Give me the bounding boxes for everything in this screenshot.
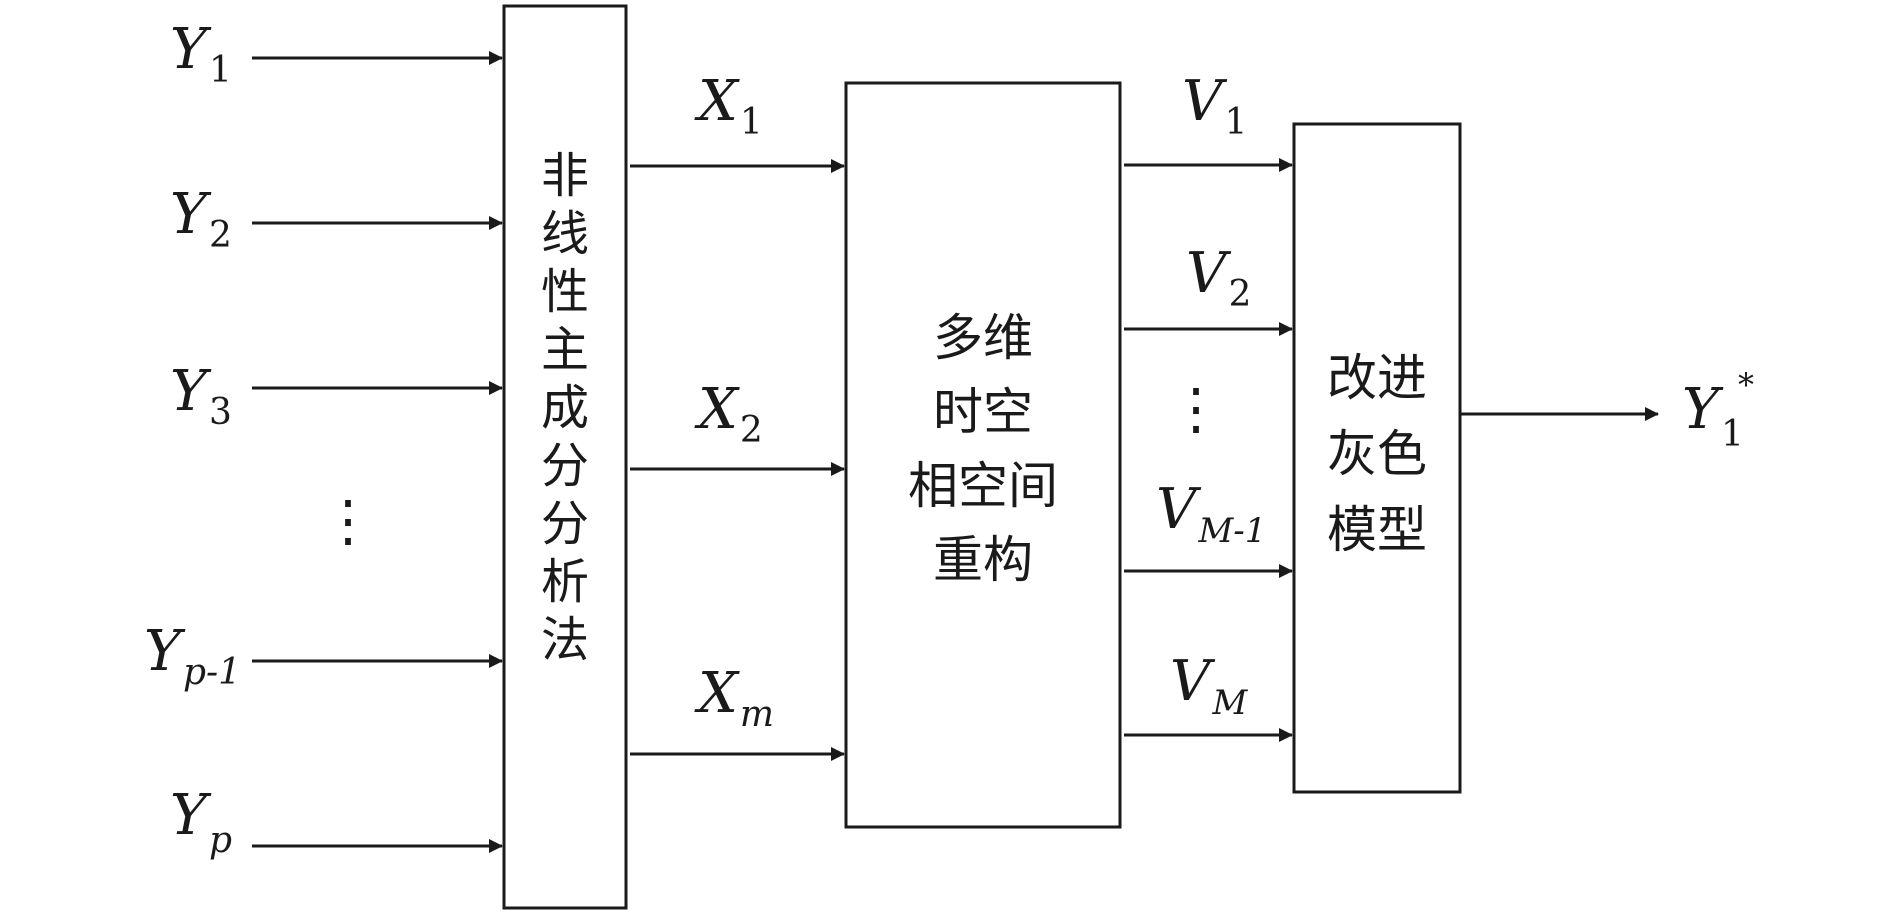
block3-line: 改进 [1327,349,1427,407]
block1-char: 分 [541,496,589,552]
block1-char: 分 [541,438,589,494]
nonlinear-pca-block [502,4,628,910]
block2-line: 重构 [933,531,1033,589]
label-x1: X1 [694,69,763,143]
phase-space-reconstruction-label: 多维时空相空间重构 [908,309,1058,589]
label-vm-1: VM-1 [1156,477,1266,551]
block2-line: 多维 [933,309,1033,367]
label-output-sup: * [1738,366,1754,404]
label-xm: Xm [694,661,774,735]
block1-char: 成 [541,380,589,436]
block1-char: 主 [541,322,589,378]
block3-line: 灰色 [1327,425,1427,483]
improved-grey-model-block [1292,122,1462,794]
block2-line: 相空间 [908,457,1058,515]
label-v2: V2 [1186,241,1251,315]
block3-line: 模型 [1327,501,1427,559]
label-y2: Y2 [170,182,232,256]
label-x2: X2 [694,377,763,451]
block1-char: 非 [541,148,589,204]
label-y1: Y1 [170,17,232,91]
label-y3: Y3 [170,359,232,433]
block1-char: 线 [541,206,589,262]
label-v1: V1 [1182,69,1247,143]
block2-line: 时空 [933,383,1033,441]
label-output: Y1 [1682,377,1744,455]
label-vm: VM [1170,649,1248,723]
label-yp: Yp [170,783,232,861]
inputs-ellipsis: ⋮ [320,489,376,554]
right-ellipsis: ⋮ [1168,377,1224,442]
block1-char: 性 [541,264,589,320]
block1-char: 法 [541,612,589,668]
block1-char: 析 [541,554,589,610]
phase-space-reconstruction-block [844,81,1122,829]
label-yp-1: Yp-1 [144,619,241,693]
nonlinear-pca-label: 非线性主成分分析法 [541,148,589,668]
improved-grey-model-label: 改进灰色模型 [1327,349,1427,559]
